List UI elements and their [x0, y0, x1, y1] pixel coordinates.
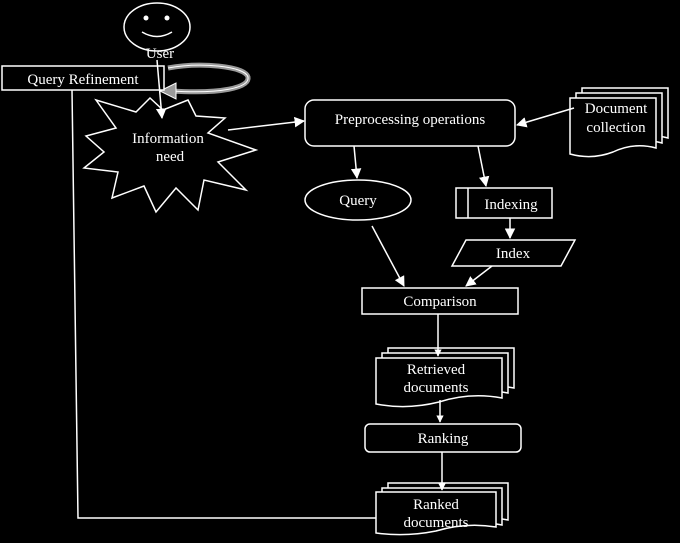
query-refinement-label: Query Refinement [27, 72, 139, 88]
ranking-node: Ranking [364, 423, 522, 453]
arrow-query-to-comparison [371, 225, 405, 287]
document-collection-label-line1: Document [585, 101, 648, 117]
retrieved-label-line2: documents [404, 380, 469, 396]
ranked-documents-shape [375, 491, 497, 536]
preprocessing-label: Preprocessing operations [335, 112, 486, 128]
index-parallelogram [450, 239, 577, 267]
document-collection-shape [569, 97, 657, 158]
comparison-label: Comparison [403, 294, 477, 310]
arrow-user-to-information-need [155, 59, 167, 120]
refinement-loop-arrow [158, 62, 251, 100]
arrow-information-need-to-preprocessing [227, 116, 306, 131]
comparison-box [361, 287, 519, 315]
smiley-eye-right [164, 15, 170, 21]
arrow-index-to-comparison [465, 265, 493, 287]
document-collection-label-line2: collection [586, 120, 646, 136]
query-label: Query [339, 193, 377, 209]
document-collection-node: Document collection [569, 87, 669, 158]
indexing-label: Indexing [484, 197, 538, 213]
retrieved-documents-node: Retrieved documents [375, 347, 515, 408]
ranking-label: Ranking [418, 431, 469, 447]
information-need-node: Information need [82, 96, 259, 214]
arrow-preprocessing-to-query [350, 145, 362, 180]
starburst-shape [82, 96, 259, 214]
query-refinement-node: Query Refinement [1, 65, 165, 91]
retrieved-documents-shape [375, 357, 503, 408]
smiley-eye-left [143, 15, 149, 21]
ranked-label-line1: Ranked [413, 497, 459, 513]
information-need-label-line1: Information [132, 131, 204, 147]
index-label: Index [496, 246, 531, 262]
user-label: User [146, 46, 174, 62]
comparison-node: Comparison [361, 287, 519, 315]
smiley-mouth [141, 31, 173, 38]
connectors [71, 59, 575, 519]
query-refinement-box [1, 65, 165, 91]
indexing-node: Indexing [455, 187, 553, 219]
ranking-box [364, 423, 522, 453]
query-node: Query [304, 179, 412, 221]
preprocessing-node: Preprocessing operations [304, 99, 516, 147]
feedback-line-ranked-to-query-refinement [71, 89, 376, 519]
arrow-document-collection-to-preprocessing [515, 107, 575, 128]
information-need-label-line2: need [156, 149, 185, 165]
query-ellipse [304, 179, 412, 221]
user-node: User [123, 2, 191, 62]
arrow-preprocessing-to-indexing [477, 145, 490, 188]
retrieved-label-line1: Retrieved [407, 362, 466, 378]
ranked-documents-node: Ranked documents [375, 482, 509, 536]
index-node: Index [450, 239, 577, 267]
ranked-label-line2: documents [404, 515, 469, 531]
indexing-box [455, 187, 553, 219]
smiley-face-icon [123, 2, 191, 52]
